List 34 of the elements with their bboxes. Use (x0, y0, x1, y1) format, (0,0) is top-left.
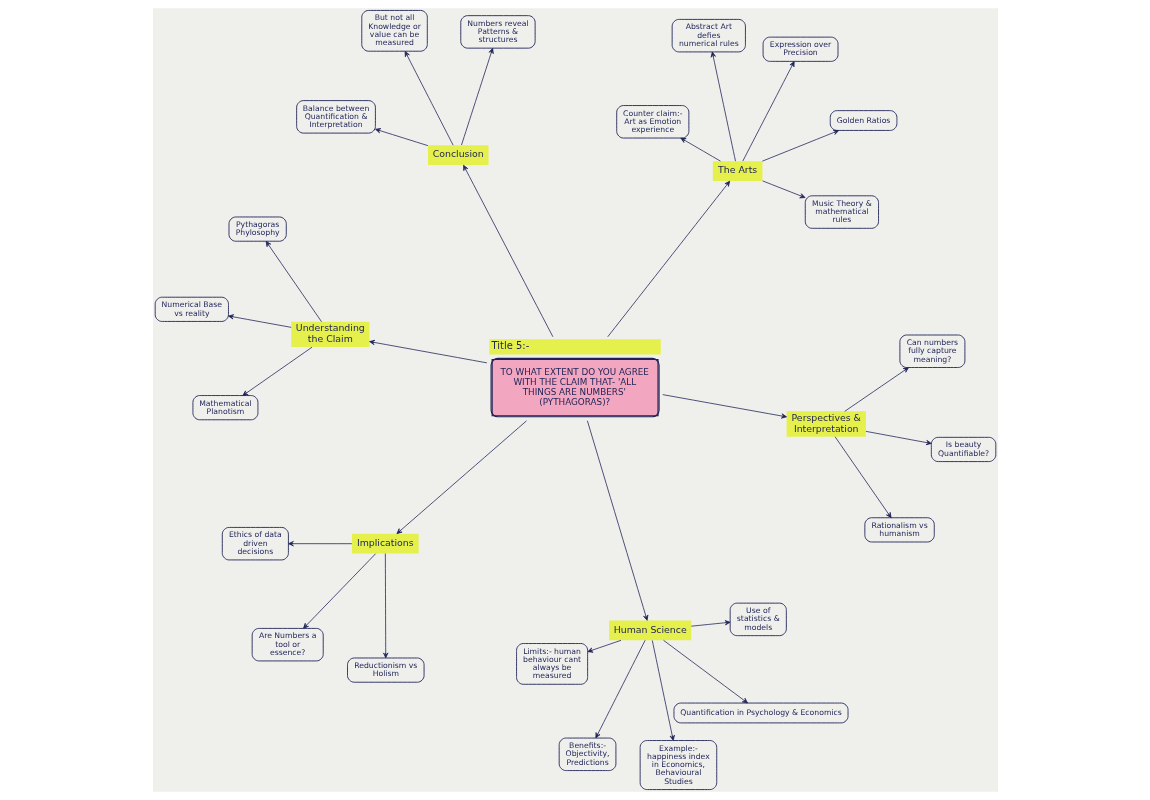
arrow (651, 640, 675, 741)
arrow (265, 241, 322, 323)
arrow (761, 180, 805, 199)
arrow (227, 314, 292, 328)
arrow (374, 128, 428, 146)
arrow (843, 367, 909, 412)
arrow (368, 339, 487, 364)
arrow (594, 639, 646, 739)
arrow (382, 553, 388, 659)
arrow (460, 47, 494, 146)
arrow (241, 346, 312, 396)
arrow (302, 553, 376, 629)
arrow (741, 61, 795, 162)
arrow (761, 129, 839, 162)
arrow (834, 436, 892, 519)
node-box: Perspectives & Interpretation (786, 411, 866, 437)
node-box: Human Science (608, 620, 691, 641)
arrow (662, 639, 748, 704)
node-box: Understanding the Claim (290, 321, 369, 348)
arrow (661, 394, 787, 419)
arrow (690, 620, 730, 627)
arrow (287, 541, 352, 547)
arrow (710, 51, 736, 162)
arrow (462, 164, 553, 338)
arrow (586, 639, 621, 653)
arrow (396, 420, 527, 534)
arrow (606, 180, 730, 338)
node-box: Conclusion (427, 145, 489, 166)
arrow (679, 137, 721, 162)
node-box: The Arts (712, 161, 762, 181)
arrow (865, 430, 932, 446)
arrow (586, 420, 648, 621)
node-box: Implications (351, 533, 419, 554)
arrow (404, 51, 454, 146)
